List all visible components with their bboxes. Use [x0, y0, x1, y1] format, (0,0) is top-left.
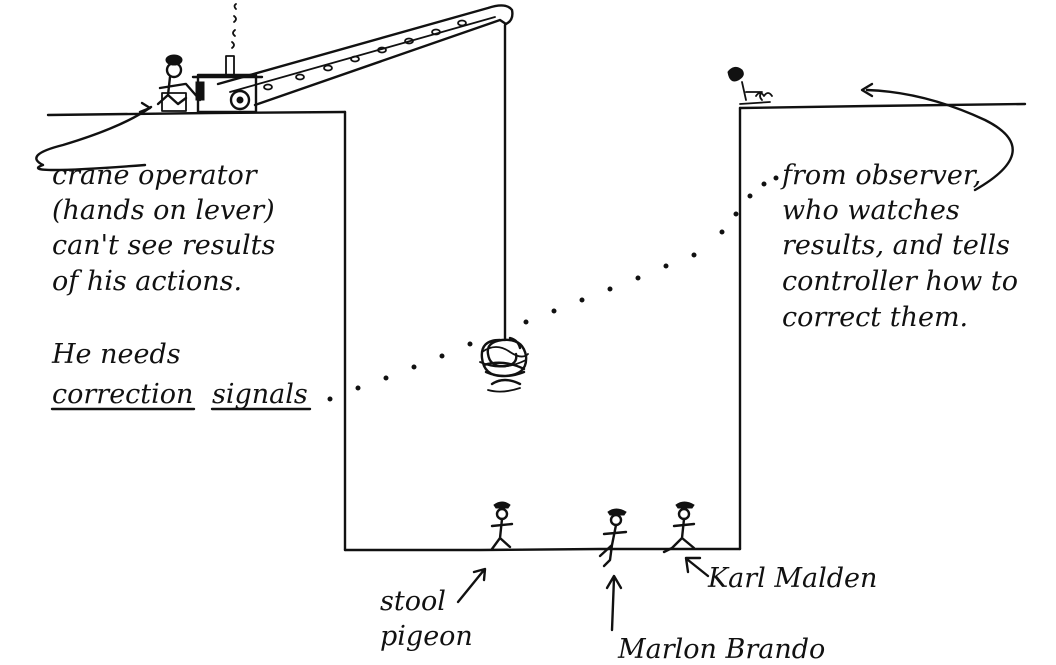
correction-signal-dots	[327, 175, 779, 402]
needs-label: He needs	[51, 339, 181, 370]
operator-line-4: of his actions.	[52, 266, 242, 297]
stool-pigeon-figure-icon	[490, 501, 514, 551]
karl-malden-figure-icon	[662, 501, 696, 554]
ground-right	[738, 102, 1027, 110]
operator-label: crane operator (hands on lever) can't se…	[52, 160, 284, 297]
observer-line-2: who watches	[782, 195, 960, 226]
observer-line-1: from observer,	[780, 160, 981, 191]
arrow-icon	[35, 101, 153, 172]
operator-line-1: crane operator	[52, 160, 259, 191]
observer-line-5: correct them.	[782, 302, 968, 333]
observer-label: from observer, who watches results, and …	[780, 160, 1027, 333]
operator-seat	[161, 92, 187, 112]
stool-pigeon-label: stool pigeon	[380, 586, 473, 652]
smoke-icon	[231, 3, 237, 49]
boom-holes	[263, 19, 467, 91]
signals-word: signals	[212, 379, 308, 410]
stool-pigeon-line-1: stool	[380, 586, 446, 617]
crane-boom-inner	[229, 16, 496, 93]
arrow-icon	[684, 556, 710, 578]
crane-smokestack	[225, 55, 235, 76]
arrow-icon	[605, 574, 623, 632]
ground-left	[46, 110, 347, 117]
arrow-icon	[456, 567, 487, 604]
marlon-brando-label: Marlon Brando	[617, 634, 825, 665]
stool-pigeon-line-2: pigeon	[380, 621, 473, 652]
crane-wheel	[229, 89, 251, 111]
marlon-brando-figure-icon	[598, 508, 628, 568]
observer-figure-icon	[727, 66, 773, 105]
karl-malden-label: Karl Malden	[707, 563, 877, 594]
crane-boom	[216, 4, 514, 107]
operator-line-3: can't see results	[52, 230, 275, 261]
pit-floor	[343, 547, 742, 552]
arrow-icon	[860, 82, 1014, 192]
crane-icon	[191, 3, 514, 114]
correction-word: correction	[52, 379, 193, 410]
operator-line-2: (hands on lever)	[52, 195, 275, 226]
observer-line-3: results, and tells	[782, 230, 1010, 261]
observer-line-4: controller how to	[782, 266, 1018, 297]
suspended-load-icon	[479, 336, 529, 393]
crane-operator-figure-icon	[156, 54, 205, 112]
